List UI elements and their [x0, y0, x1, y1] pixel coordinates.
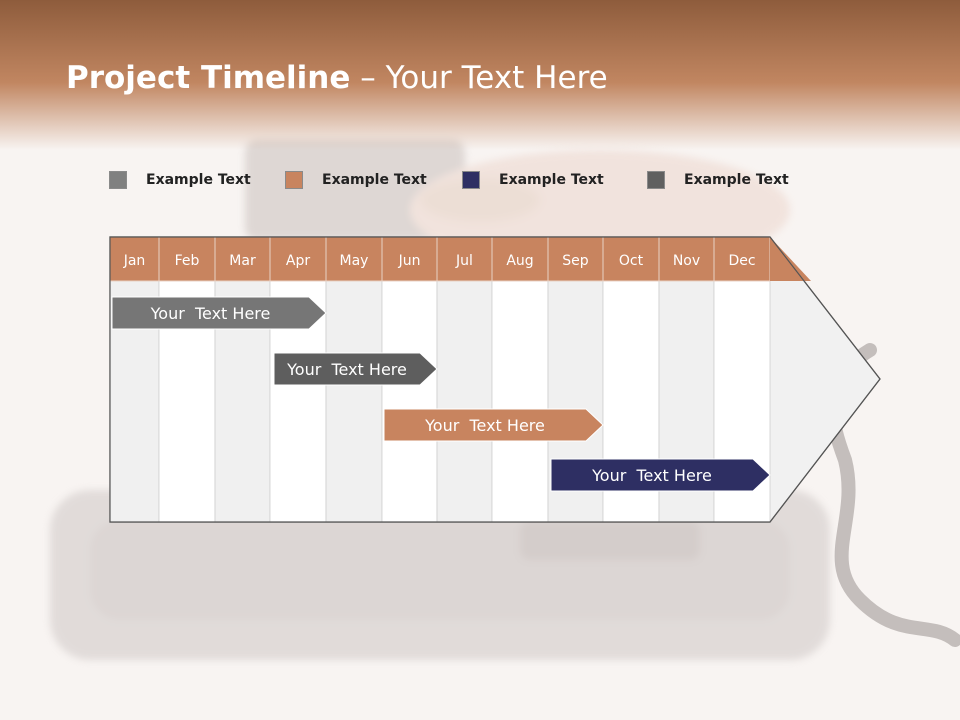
month-header-cell [491, 236, 549, 282]
legend-swatch [109, 171, 127, 189]
month-label: Aug [506, 253, 533, 269]
month-label: Feb [175, 253, 200, 269]
legend-swatch [647, 171, 665, 189]
legend-swatch [285, 171, 303, 189]
month-header-cell [158, 236, 216, 282]
task-arrow [550, 458, 771, 492]
task-arrow [273, 352, 438, 386]
month-label: Jun [398, 253, 421, 269]
month-column [381, 280, 438, 523]
month-column [325, 280, 383, 523]
title-rest: – Your Text Here [350, 60, 608, 96]
legend-label: Example Text [499, 172, 604, 188]
month-label: Nov [673, 253, 700, 269]
task-label: Your Text Here [150, 304, 271, 323]
month-label: Jan [123, 253, 146, 269]
legend-label: Example Text [684, 172, 789, 188]
month-header-cell [658, 236, 715, 282]
month-label: Apr [286, 253, 310, 269]
month-label: Jul [455, 253, 473, 269]
month-header-cell [713, 236, 771, 282]
task-label: Your Text Here [591, 466, 712, 485]
task-arrow [111, 296, 327, 330]
month-label: Oct [619, 253, 644, 269]
month-header-cell [602, 236, 660, 282]
legend-label: Example Text [322, 172, 427, 188]
month-header-cell [547, 236, 604, 282]
title-bold: Project Timeline [66, 60, 351, 96]
month-label: Dec [728, 253, 755, 269]
task-label: Your Text Here [286, 360, 407, 379]
month-header-cell [109, 236, 160, 282]
timeline-outline [109, 236, 881, 523]
month-label: May [340, 253, 369, 269]
header-arrow-cap [770, 237, 811, 281]
legend-label: Example Text [146, 172, 251, 188]
task-label: Your Text Here [424, 416, 545, 435]
month-header-cell [214, 236, 271, 282]
month-column [436, 280, 493, 523]
page-title: Project Timeline – Your Text Here [66, 60, 608, 96]
month-header-cell [325, 236, 383, 282]
month-column [491, 280, 549, 523]
month-label: Mar [229, 253, 256, 269]
legend-swatch [462, 171, 480, 189]
month-label: Sep [562, 253, 589, 269]
task-arrow [383, 408, 604, 442]
